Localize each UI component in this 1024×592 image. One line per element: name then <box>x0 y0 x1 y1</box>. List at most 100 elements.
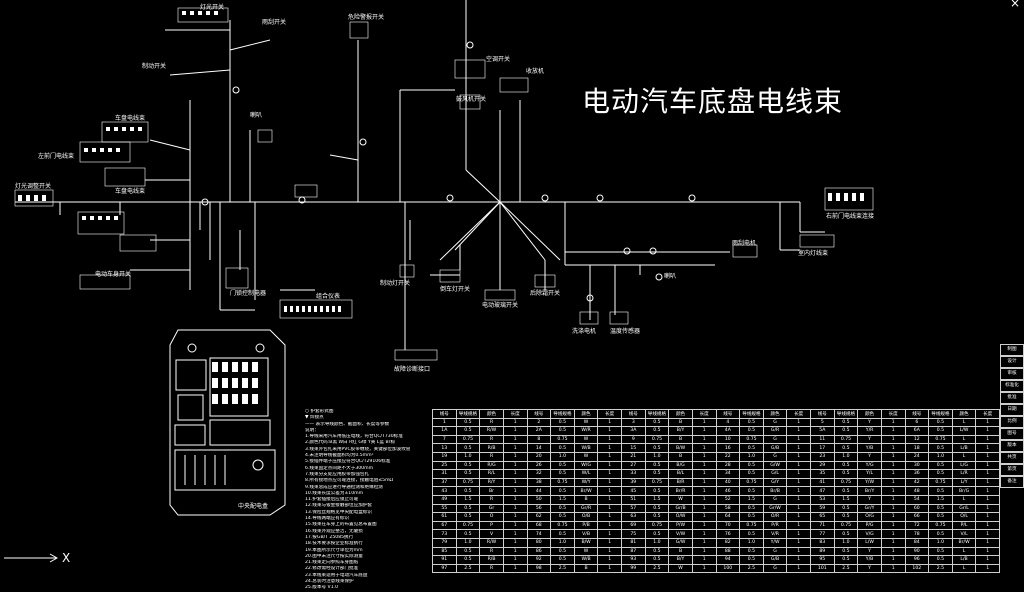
table-cell: 1 <box>975 426 1000 436</box>
table-cell: 0.5 <box>550 555 575 565</box>
table-cell: Y <box>857 546 882 557</box>
table-cell: 1 <box>691 494 717 505</box>
table-cell: P/B <box>573 520 599 531</box>
table-cell: 1 <box>786 555 811 565</box>
label-ac-switch: 空调开关 <box>486 56 511 63</box>
title-block-cell: 版本 <box>1000 440 1024 452</box>
table-cell: P <box>479 520 504 531</box>
note-line: 20.图中未注尺寸按实际测量 <box>305 553 363 559</box>
title-block-cell: 制图 <box>1000 344 1024 356</box>
table-cell: 92 <box>526 555 552 565</box>
table-cell: 11 <box>810 434 835 445</box>
table-cell: 86 <box>526 546 552 557</box>
table-cell: 50 <box>526 494 552 505</box>
table-header-cell: 导线规格 <box>550 409 575 419</box>
table-cell: 0.5 <box>644 555 670 565</box>
table-cell: 26 <box>526 460 552 471</box>
table-cell: Y <box>857 434 882 445</box>
table-cell: W <box>668 563 693 574</box>
table-cell: 0.5 <box>455 417 481 428</box>
note-line: 15.线束在车身上的布置见总布置图 <box>305 522 377 528</box>
table-cell: 0.5 <box>644 529 670 539</box>
table-cell: 0.75 <box>455 520 481 531</box>
table-cell: 1 <box>597 503 622 514</box>
table-cell: 0.5 <box>739 426 764 436</box>
table-cell: Br/B <box>762 486 788 496</box>
table-cell: 0.5 <box>550 486 575 496</box>
table-cell: V/L <box>951 529 977 539</box>
label-left-front-door: 左前门电线束 <box>38 153 75 160</box>
table-cell: 1 <box>502 443 528 453</box>
table-cell: W <box>573 417 599 428</box>
table-cell: 1 <box>786 563 811 574</box>
table-cell: 1 <box>880 451 906 462</box>
table-cell: 83 <box>810 537 835 548</box>
table-header-cell: 长度 <box>502 409 528 419</box>
note-line: 21.线束走向参照车身图纸 <box>305 560 359 566</box>
table-cell: 5 <box>810 417 835 428</box>
table-cell: B <box>668 417 693 428</box>
label-blower: 鼓风机开关 <box>456 96 487 103</box>
table-cell: 60 <box>904 503 930 514</box>
table-cell: 1 <box>880 426 906 436</box>
table-cell: 2 <box>526 417 552 428</box>
table-cell: 49 <box>432 494 457 505</box>
table-cell: 0.75 <box>739 477 764 488</box>
table-cell: 0.5 <box>928 555 953 565</box>
table-cell: W <box>573 546 599 557</box>
table-cell: 1.5 <box>928 494 953 505</box>
table-cell: 0.5 <box>550 512 575 522</box>
table-cell: 38 <box>526 477 552 488</box>
table-cell: 67 <box>432 520 457 531</box>
table-cell: O <box>479 512 504 522</box>
table-cell: 0.5 <box>644 426 670 436</box>
table-cell: 82 <box>715 537 741 548</box>
table-cell: 27 <box>621 460 646 471</box>
table-cell: 1 <box>597 546 622 557</box>
label-diag: 故障诊断接口 <box>394 366 431 373</box>
table-cell: 20 <box>526 451 552 462</box>
table-cell: 97 <box>432 563 457 574</box>
table-cell: 87 <box>621 546 646 557</box>
table-cell: 1 <box>502 520 528 531</box>
table-cell: 98 <box>526 563 552 574</box>
table-cell: 1 <box>502 477 528 488</box>
table-cell: 1 <box>880 563 906 574</box>
table-header-cell: 线号 <box>526 409 552 419</box>
table-cell: 41 <box>810 477 835 488</box>
table-cell: R/B <box>479 443 504 453</box>
label-horn: 喇叭 <box>250 112 263 119</box>
table-cell: 1 <box>786 434 811 445</box>
table-cell: 0.5 <box>739 529 764 539</box>
table-cell: 0.75 <box>455 434 481 445</box>
table-cell: 1 <box>786 426 811 436</box>
table-cell: 1 <box>880 469 906 479</box>
table-cell: 15 <box>621 443 646 453</box>
table-cell: 0.5 <box>928 417 953 428</box>
table-cell: 31 <box>432 469 457 479</box>
table-cell: 1 <box>691 443 717 453</box>
table-cell: 0.5 <box>739 417 764 428</box>
table-header-cell: 导线规格 <box>833 409 859 419</box>
table-header-cell: 线号 <box>810 409 835 419</box>
note-line: 25.版本号 V1.0 <box>305 585 338 591</box>
table-cell: L/B <box>951 555 977 565</box>
table-cell: 1 <box>691 555 717 565</box>
table-cell: 0.5 <box>455 546 481 557</box>
table-cell: 0.5 <box>928 546 953 557</box>
table-cell: 40 <box>715 477 741 488</box>
label-brake-switch: 制动开关 <box>142 63 167 70</box>
note-line: 4.未注明导线截面积均为0.5mm² <box>305 453 374 459</box>
close-icon[interactable]: × <box>1009 0 1020 10</box>
table-cell: 0.5 <box>644 460 670 471</box>
table-cell: 3 <box>621 417 646 428</box>
note-line: ▼ 焊接点 <box>305 415 324 421</box>
table-cell: 1 <box>597 555 622 565</box>
table-cell: 74 <box>526 529 552 539</box>
table-cell: R/Y <box>479 477 504 488</box>
table-cell: 9 <box>621 434 646 445</box>
table-cell: 1 <box>786 529 811 539</box>
